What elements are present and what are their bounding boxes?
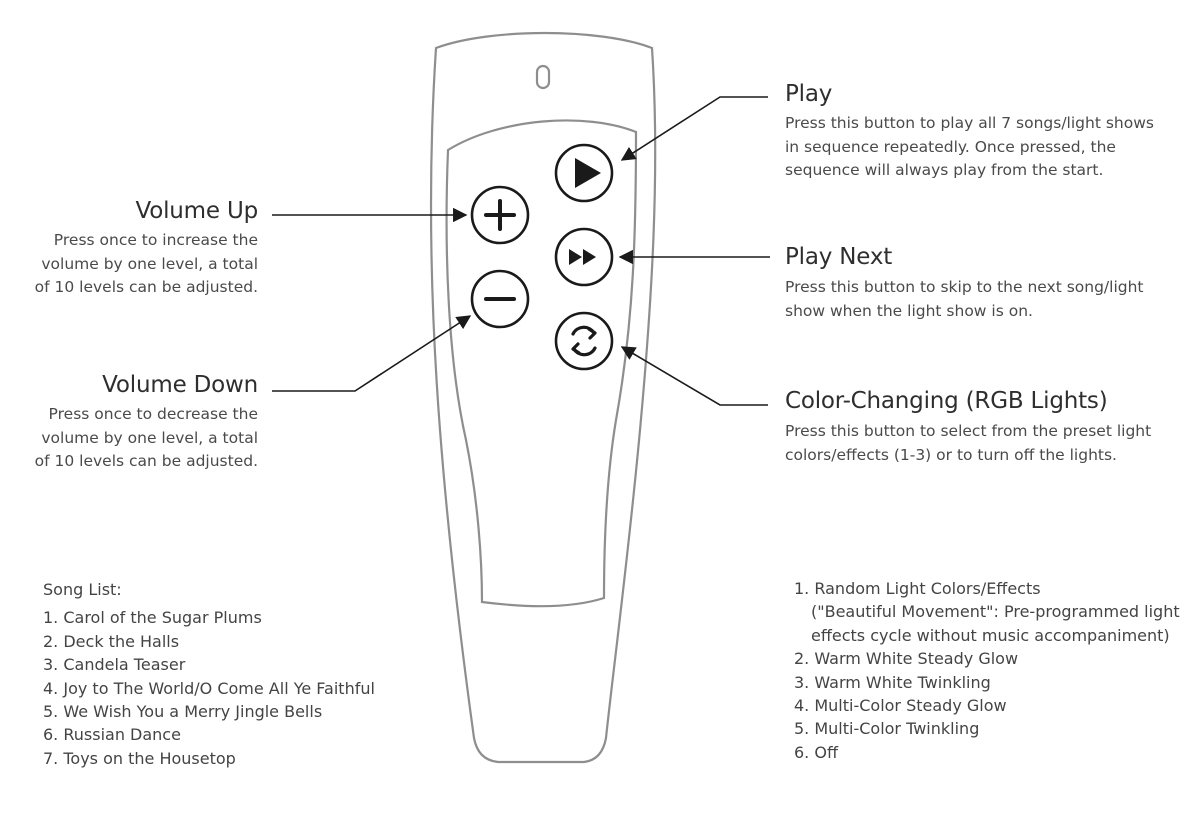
list-item: 4. Joy to The World/O Come All Ye Faithf… (43, 678, 375, 698)
cycle-button[interactable] (554, 311, 614, 371)
effects-list: 1. Random Light Colors/Effects ("Beautif… (794, 577, 1180, 764)
play-next-description: Press this button to skip to the next so… (785, 276, 1144, 323)
list-item: 1. Carol of the Sugar Plums (43, 608, 262, 628)
list-item: 3. Warm White Twinkling (794, 672, 991, 692)
play-icon (575, 158, 601, 188)
play-next-title: Play Next (785, 244, 893, 270)
play-button[interactable] (554, 143, 614, 203)
list-item: 7. Toys on the Housetop (43, 748, 236, 768)
list-item: 6. Off (794, 742, 838, 762)
play-description: Press this button to play all 7 songs/li… (785, 112, 1154, 183)
volume-down-line-1: Press once to decrease the (48, 405, 258, 423)
volume-up-title: Volume Up (135, 198, 259, 224)
volume-up-line-3: of 10 levels can be adjusted. (34, 278, 258, 296)
song-list-heading: Song List: (43, 580, 122, 599)
list-item: 2. Deck the Halls (43, 631, 180, 651)
color-changing-description: Press this button to select from the pre… (785, 420, 1151, 467)
play-line-1: Press this button to play all 7 songs/li… (785, 114, 1154, 132)
remote-outer-body (429, 31, 657, 764)
list-item: effects cycle without music accompanimen… (811, 625, 1170, 645)
refresh-icon (571, 325, 597, 357)
color-changing-title: Color-Changing (RGB Lights) (785, 388, 1108, 414)
volume-up-line-1: Press once to increase the (53, 231, 258, 249)
color-callout-line (620, 346, 768, 406)
list-item: 3. Candela Teaser (43, 655, 186, 675)
volume-down-title: Volume Down (102, 372, 258, 398)
play-next-line-1: Press this button to skip to the next so… (785, 278, 1144, 296)
list-item: 5. Multi-Color Twinkling (794, 719, 980, 739)
volume-up-description: Press once to increase the volume by one… (35, 229, 258, 300)
song-list: Song List: 1. Carol of the Sugar Plums 2… (43, 578, 375, 770)
color-changing-line-2: colors/effects (1-3) or to turn off the … (785, 445, 1117, 464)
led-indicator (535, 64, 551, 90)
play-callout-line (620, 96, 768, 161)
fast-forward-icon (569, 249, 596, 265)
play-next-line-2: show when the light show is on. (785, 301, 1033, 320)
volume-down-line-2: volume by one level, a total (41, 428, 258, 447)
list-item: 1. Random Light Colors/Effects (794, 579, 1041, 598)
volume-down-callout-line (272, 315, 472, 392)
volume-up-line-2: volume by one level, a total (41, 254, 258, 273)
plus-icon (484, 199, 516, 231)
list-item: 6. Russian Dance (43, 725, 181, 745)
list-item: 2. Warm White Steady Glow (794, 649, 1019, 669)
volume-up-button[interactable] (470, 185, 530, 245)
volume-down-line-3: of 10 levels can be adjusted. (34, 452, 258, 470)
list-item: 5. We Wish You a Merry Jingle Bells (43, 702, 323, 722)
color-changing-line-1: Press this button to select from the pre… (785, 422, 1152, 440)
volume-down-button[interactable] (470, 269, 530, 329)
list-item: 4. Multi-Color Steady Glow (794, 696, 1007, 716)
next-button[interactable] (554, 227, 614, 287)
list-item: ("Beautiful Movement": Pre-programmed li… (811, 602, 1180, 622)
play-line-3: sequence will always play from the start… (785, 161, 1104, 179)
play-title: Play (785, 81, 833, 107)
volume-down-description: Press once to decrease the volume by one… (35, 403, 258, 474)
remote-inner-panel (445, 119, 638, 608)
play-line-2: in sequence repeatedly. Once pressed, th… (785, 137, 1116, 156)
